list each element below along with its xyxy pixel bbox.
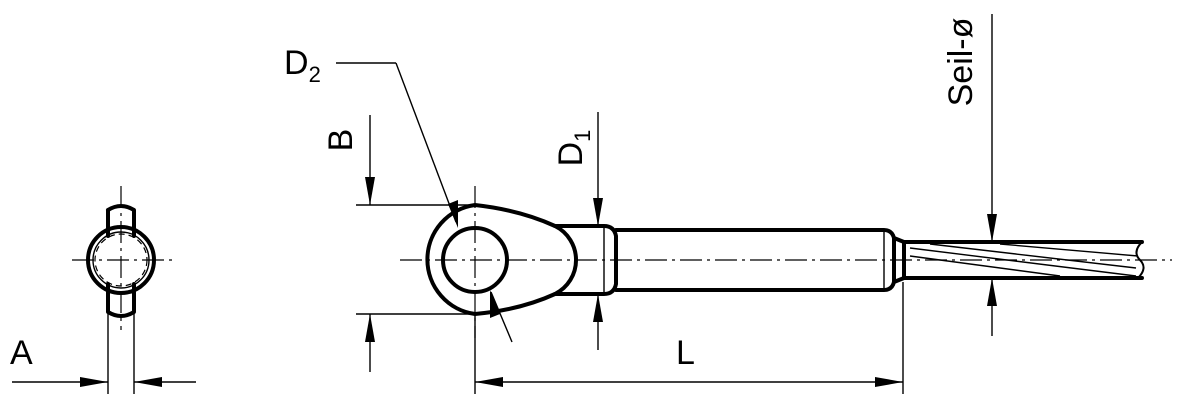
- dim-d1-label-subscript: 1: [570, 130, 595, 142]
- wire-strand-4: [909, 255, 1061, 277]
- dim-b-label: B: [322, 129, 360, 152]
- dim-d1-label-main: D: [552, 142, 590, 167]
- dim-seil-arrow-top: [987, 214, 997, 242]
- collar-outline: [553, 224, 618, 296]
- swage-body-outline: [614, 228, 896, 292]
- dim-d2-leader-lower: [490, 291, 513, 343]
- side-view: A: [10, 186, 196, 394]
- wire-strand-1: [909, 247, 1137, 277]
- side-view-bore-hidden: [94, 233, 148, 287]
- dim-d1-label: D1: [552, 130, 595, 167]
- dim-d2-label-subscript: 2: [309, 62, 321, 87]
- dim-d2-leader-diagonal: [395, 62, 457, 223]
- wire-strand-3: [999, 243, 1139, 257]
- side-view-hub-inner: [92, 231, 150, 289]
- dim-l-arrow-left: [475, 377, 503, 387]
- dim-b-arrow-bottom: [365, 314, 375, 342]
- dim-d2-label-main: D: [284, 44, 309, 82]
- eye-bore: [441, 226, 509, 294]
- wire-rope-outline: [902, 240, 1144, 280]
- dim-b-arrow-top: [365, 177, 375, 205]
- dim-a-label: A: [10, 334, 33, 372]
- dim-d1-arrow-bottom: [593, 294, 603, 322]
- dim-l-arrow-right: [875, 377, 903, 387]
- dim-seil-label: Seil-ø: [942, 18, 980, 107]
- dim-d2-arrow-top: [448, 200, 458, 228]
- dim-l-label: L: [676, 334, 695, 372]
- front-view: [400, 186, 1172, 338]
- side-view-hub-outline: [86, 225, 156, 295]
- wire-strand-2: [929, 243, 1137, 269]
- dim-d1-arrow-top: [593, 198, 603, 226]
- wire-rope-broken-end: [1135, 241, 1145, 279]
- dimensions: B D2 D1 L Seil-ø: [284, 14, 997, 394]
- dim-a-arrow-left: [80, 377, 108, 387]
- dim-a-arrow-right: [134, 377, 162, 387]
- dim-d2-arrow-bottom: [490, 290, 500, 318]
- swage-end-chamfer: [892, 236, 906, 284]
- dim-seil-arrow-bottom: [987, 278, 997, 306]
- dim-d2-label: D2: [284, 44, 321, 87]
